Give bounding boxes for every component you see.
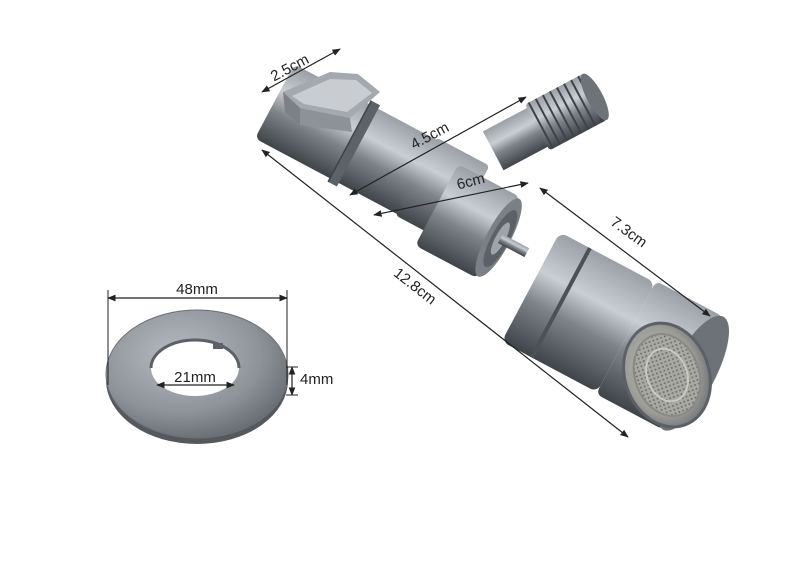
- valve-length-label: 6cm: [455, 170, 487, 194]
- flange-thickness-label: 4mm: [300, 371, 333, 388]
- outlet-length-label: 7.3cm: [607, 213, 650, 251]
- threaded-inlet: [482, 73, 609, 171]
- outlet-head: [504, 234, 730, 431]
- total-length-label: 12.8cm: [390, 265, 439, 309]
- flange-outer-label: 48mm: [176, 281, 218, 298]
- dimension-lines: [107, 48, 711, 438]
- handle-width-line: [261, 48, 341, 93]
- flange-inner-label: 21mm: [174, 369, 216, 386]
- aerator-face: [622, 321, 712, 429]
- total-length-line: [261, 149, 629, 438]
